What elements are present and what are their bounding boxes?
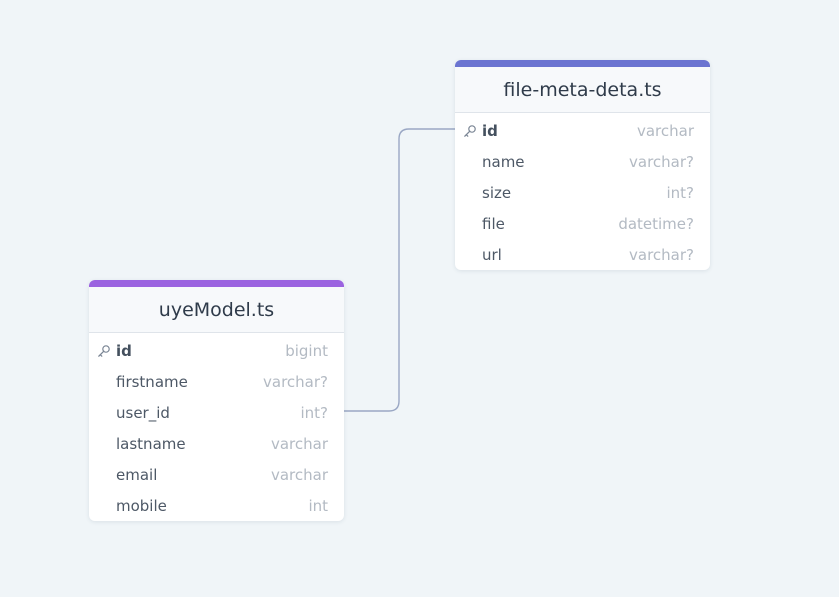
key-icon — [97, 344, 111, 358]
column-name: id — [116, 341, 132, 360]
column-type: varchar — [636, 121, 694, 140]
column-type: varchar? — [629, 245, 694, 264]
column-row-lastname[interactable]: lastname varchar — [89, 428, 344, 459]
key-icon — [463, 124, 477, 138]
column-row-file[interactable]: file datetime? — [455, 208, 710, 239]
column-type: int? — [666, 183, 694, 202]
column-type: varchar — [270, 434, 328, 453]
column-list: id bigint firstname varchar? user_id int… — [89, 333, 344, 521]
column-type: int — [308, 496, 328, 515]
table-title[interactable]: file-meta-deta.ts — [455, 67, 710, 113]
column-type: int? — [300, 403, 328, 422]
column-row-id[interactable]: id varchar — [455, 115, 710, 146]
column-name: url — [482, 245, 502, 264]
column-row-url[interactable]: url varchar? — [455, 239, 710, 270]
table-title[interactable]: uyeModel.ts — [89, 287, 344, 333]
table-file-meta-deta[interactable]: file-meta-deta.ts id varchar name varcha… — [455, 60, 710, 270]
table-uye-model[interactable]: uyeModel.ts id bigint firstname varchar? — [89, 280, 344, 521]
column-name: user_id — [116, 403, 170, 422]
column-name: name — [482, 152, 525, 171]
table-accent-bar — [89, 280, 344, 287]
column-row-mobile[interactable]: mobile int — [89, 490, 344, 521]
column-name: email — [116, 465, 158, 484]
column-name: lastname — [116, 434, 186, 453]
column-list: id varchar name varchar? size int? file … — [455, 113, 710, 270]
column-row-name[interactable]: name varchar? — [455, 146, 710, 177]
column-type: bigint — [285, 341, 328, 360]
column-name: file — [482, 214, 505, 233]
column-row-id[interactable]: id bigint — [89, 335, 344, 366]
column-row-size[interactable]: size int? — [455, 177, 710, 208]
column-name: id — [482, 121, 498, 140]
column-type: datetime? — [618, 214, 694, 233]
column-type: varchar? — [263, 372, 328, 391]
column-name: mobile — [116, 496, 167, 515]
table-accent-bar — [455, 60, 710, 67]
column-row-email[interactable]: email varchar — [89, 459, 344, 490]
column-name: firstname — [116, 372, 188, 391]
column-row-user-id[interactable]: user_id int? — [89, 397, 344, 428]
column-row-firstname[interactable]: firstname varchar? — [89, 366, 344, 397]
column-type: varchar? — [629, 152, 694, 171]
column-name: size — [482, 183, 512, 202]
relation-line-user-id-to-file-id — [344, 128, 456, 412]
column-type: varchar — [270, 465, 328, 484]
